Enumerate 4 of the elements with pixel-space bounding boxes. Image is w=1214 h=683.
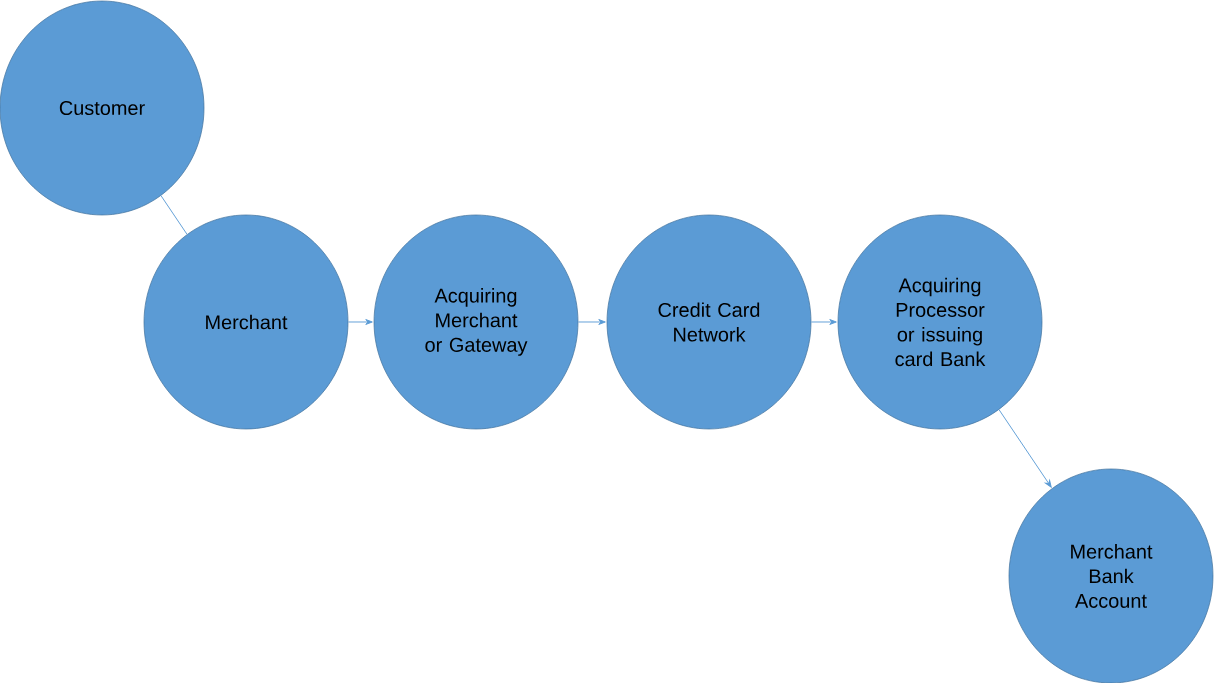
- arrow: [810, 319, 837, 325]
- arrow: [998, 409, 1052, 488]
- arrow: [577, 319, 606, 325]
- arrow: [347, 319, 373, 325]
